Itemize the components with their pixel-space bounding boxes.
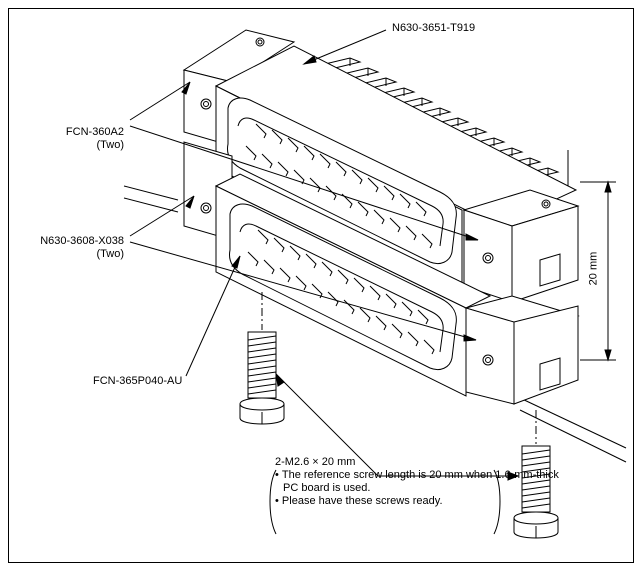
- screw-note-line1: The reference screw length is 20 mm when…: [275, 469, 559, 482]
- label-dimension: 20 mm: [587, 251, 600, 286]
- screw-note-line3: Please have these screws ready.: [275, 495, 559, 508]
- dimension-20mm: [580, 180, 616, 362]
- label-fcn360a2: FCN-360A2: [65, 126, 124, 138]
- pc-board: [123, 185, 627, 463]
- label-n630-3608: N630-3608-X038: [40, 235, 124, 247]
- lower-pins: [247, 229, 435, 355]
- label-fcn365: FCN-365P040-AU: [93, 375, 183, 387]
- screw-axes: [261, 292, 537, 444]
- screw-left: [239, 331, 285, 425]
- leader-lines: [129, 29, 520, 481]
- screw-note-line2: PC board is used.: [283, 482, 371, 494]
- label-fcn360a2-qty: (Two): [96, 139, 125, 151]
- upper-connector-body: [214, 45, 578, 293]
- screw-note-heading: 2-M2.6 × 20 mm: [275, 456, 356, 468]
- lower-right-block: [464, 295, 580, 405]
- figure-frame: [8, 8, 634, 563]
- label-n630-3608-qty: (Two): [96, 248, 125, 260]
- upper-right-block: [462, 189, 580, 303]
- label-part-top: N630-3651-T919: [392, 22, 476, 34]
- screw-note: 2-M2.6 × 20 mm The reference screw lengt…: [275, 456, 559, 508]
- lower-connector-body: [214, 173, 492, 397]
